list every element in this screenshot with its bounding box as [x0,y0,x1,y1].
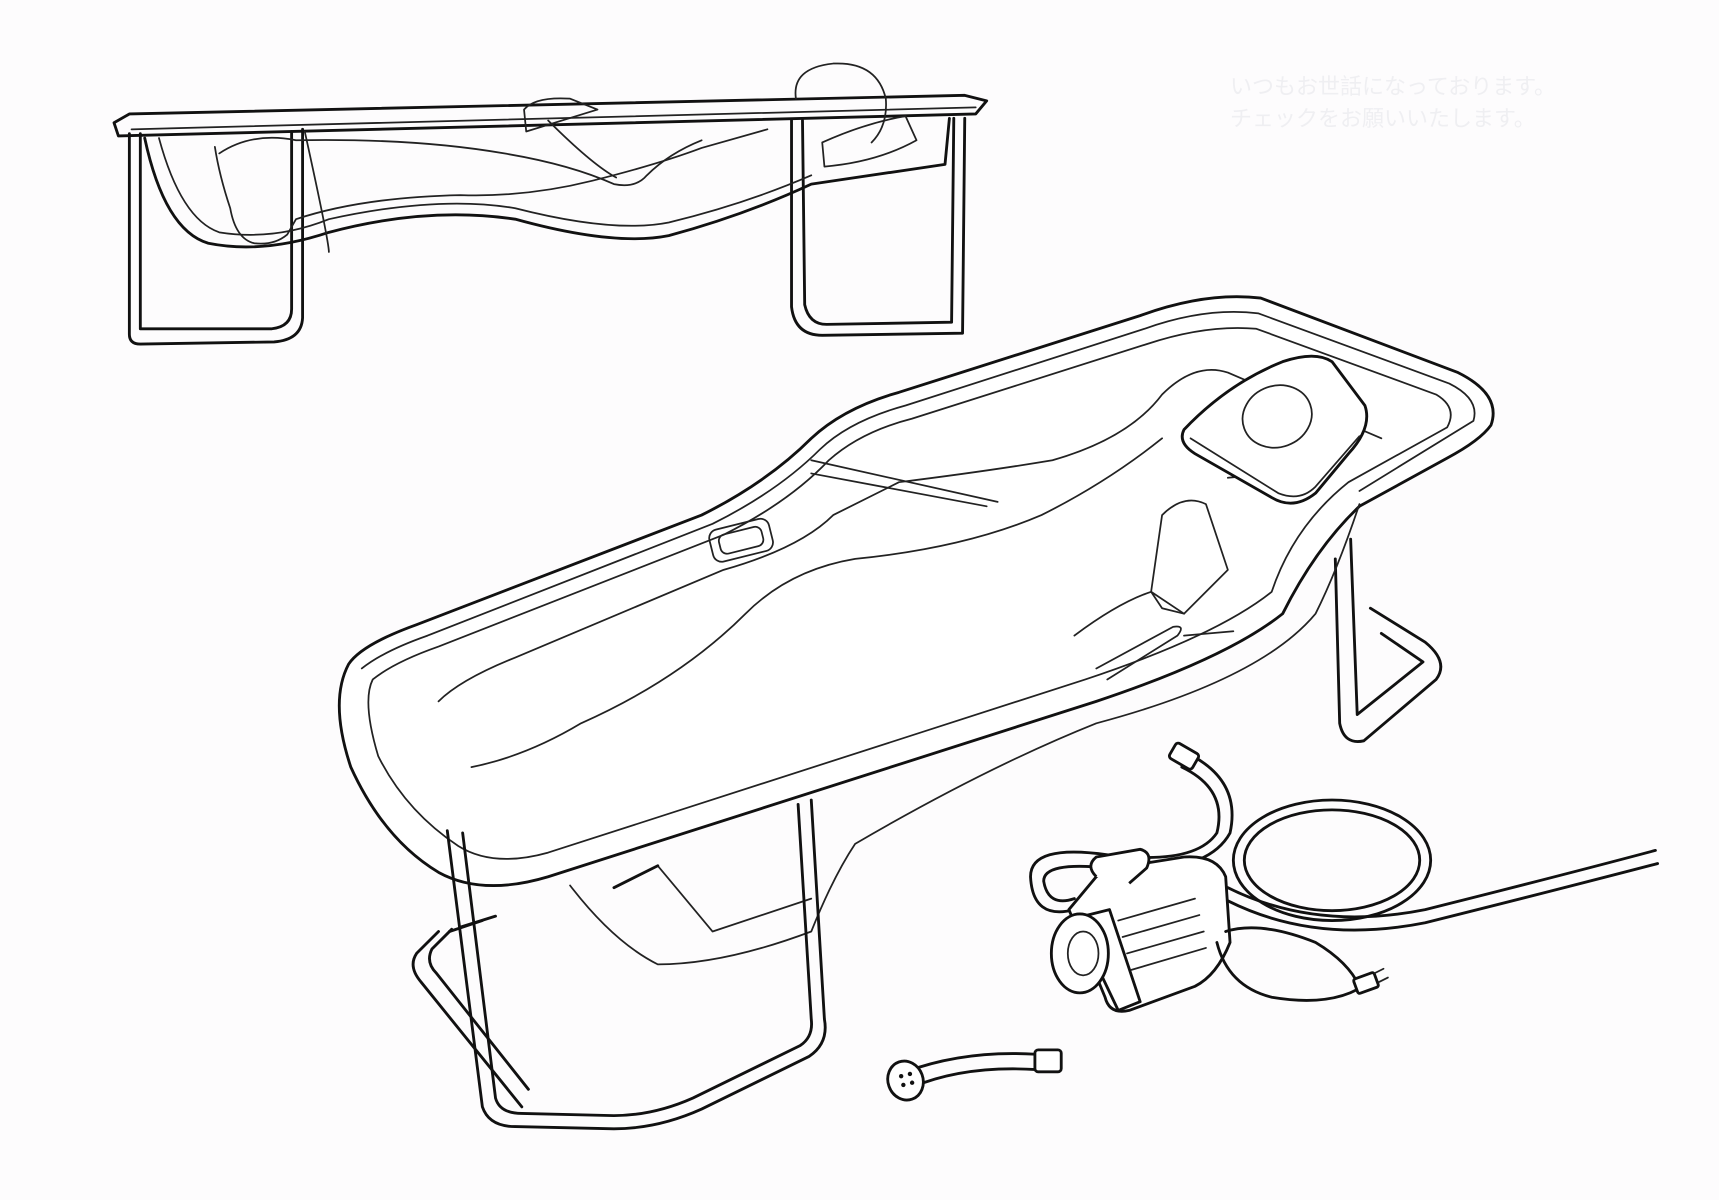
pump-assembly [1029,741,1660,1013]
bleed-through-text: いつもお世話になっております。 チェックをお願いいたします。 [1230,72,1556,136]
side-view-bed [112,62,989,346]
bleed-line-1: いつもお世話になっております。 [1230,75,1557,100]
shower-head [886,1048,1063,1102]
bleed-line-2: チェックをお願いいたします。 [1230,107,1536,132]
bath-tub [337,295,1495,1131]
